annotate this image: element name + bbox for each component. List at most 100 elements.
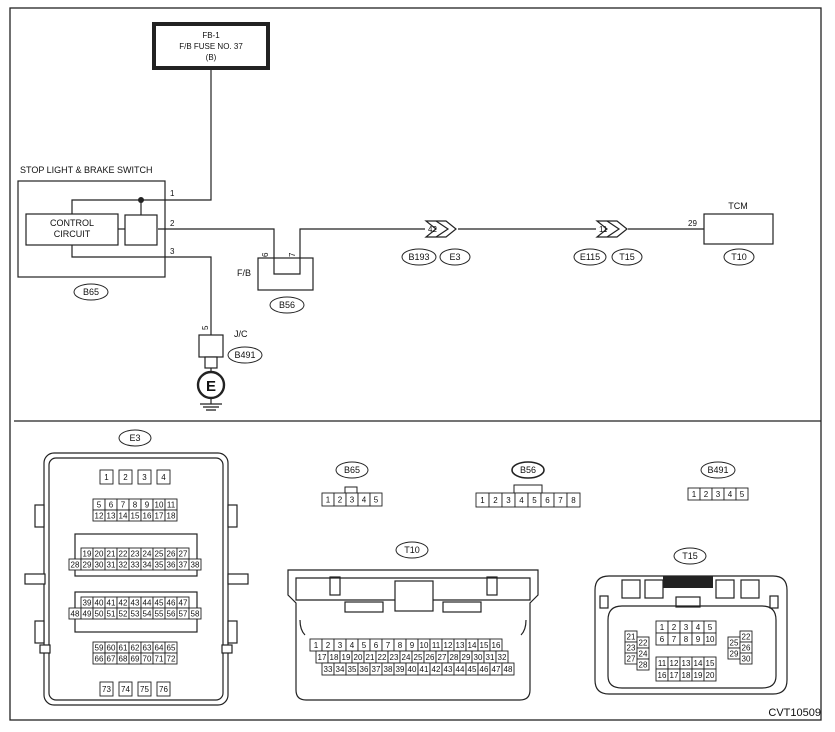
e3-pin-22: 22 — [119, 550, 128, 559]
t15-pin-2: 2 — [672, 623, 677, 632]
tag-face-t10 — [395, 541, 429, 559]
e3-face — [24, 452, 249, 706]
t10-pin-41: 41 — [420, 665, 429, 674]
e3-pin-11: 11 — [167, 501, 176, 510]
e3-pin-59: 59 — [95, 644, 104, 653]
e3-pin-55: 55 — [155, 610, 164, 619]
t15-pin-21: 21 — [627, 633, 636, 642]
e3-pin-31: 31 — [107, 561, 116, 570]
e3-pin-67: 67 — [107, 655, 116, 664]
e3-pin-46: 46 — [167, 599, 176, 608]
t10-pin-46: 46 — [480, 665, 489, 674]
e3-pin-62: 62 — [131, 644, 140, 653]
t15-pin-26: 26 — [742, 644, 751, 653]
figure-id: CVT10509 — [768, 707, 821, 719]
t15-pin-28-cell — [636, 658, 650, 671]
e3-pin-75: 75 — [140, 685, 149, 694]
e3-pin-25: 25 — [155, 550, 164, 559]
t10-face — [287, 569, 539, 701]
b56-pin-5: 5 — [532, 496, 537, 505]
t10-pin-33: 33 — [324, 665, 333, 674]
t10-pin-11: 11 — [432, 641, 441, 650]
e3-pin-18: 18 — [167, 512, 176, 521]
b56-pin-6: 6 — [545, 496, 550, 505]
t15-pin-20-cell — [703, 668, 717, 682]
e3-pin-74-cell — [118, 681, 133, 697]
e3-pin-35: 35 — [155, 561, 164, 570]
e3-pin-58-cell — [188, 607, 202, 620]
wire-fuse-switch — [140, 68, 212, 215]
ground-icon — [196, 370, 226, 400]
ground-label: E — [206, 378, 216, 395]
fuse-box — [152, 22, 270, 70]
switch-pin1: 1 — [170, 189, 175, 198]
t10-pin-31: 31 — [486, 653, 495, 662]
t10-pin-9: 9 — [410, 641, 415, 650]
e3-pin-19: 19 — [83, 550, 92, 559]
e3-pin-33: 33 — [131, 561, 140, 570]
t10-pin-36: 36 — [360, 665, 369, 674]
e3-pin-53: 53 — [131, 610, 140, 619]
e3-pin-9: 9 — [145, 501, 150, 510]
tag-t10-text: T10 — [731, 252, 747, 262]
e3-pin-28: 28 — [71, 561, 80, 570]
fb-box — [257, 257, 314, 291]
tag-face-t15-text: T15 — [682, 551, 698, 561]
e3-pin-71: 71 — [155, 655, 164, 664]
b491-pin-1: 1 — [692, 490, 697, 499]
t10-pin-32: 32 — [498, 653, 507, 662]
t15-pin-18: 18 — [682, 671, 691, 680]
control-line1: CONTROL — [50, 218, 94, 228]
e3-pin-42: 42 — [119, 599, 128, 608]
t15-pin-30: 30 — [742, 655, 751, 664]
wire-circuit-top — [71, 199, 141, 215]
junction-dot — [138, 197, 144, 203]
e3-pin-75-cell — [137, 681, 152, 697]
e3-pin-54: 54 — [143, 610, 152, 619]
t10-pin-13: 13 — [456, 641, 465, 650]
tag-face-b56-text: B56 — [520, 465, 536, 475]
e3-pin-44: 44 — [143, 599, 152, 608]
t10-pin-27: 27 — [438, 653, 447, 662]
e3-pin-76: 76 — [159, 685, 168, 694]
e3-pin-4: 4 — [161, 473, 166, 482]
e3-pin-10: 10 — [155, 501, 164, 510]
t10-pin-34: 34 — [336, 665, 345, 674]
e3-pin-38-cell — [188, 558, 202, 571]
t10-pin-14: 14 — [468, 641, 477, 650]
b56-pin-8-cell — [566, 492, 581, 508]
t15-latch — [663, 576, 713, 588]
e3-pin-57: 57 — [179, 610, 188, 619]
e3-pin-52: 52 — [119, 610, 128, 619]
e3-pin-58: 58 — [191, 610, 200, 619]
e3-pin-56: 56 — [167, 610, 176, 619]
b491-pin-5-cell — [735, 487, 749, 501]
tag-b65 — [73, 283, 109, 301]
b65-pin-4: 4 — [362, 496, 367, 505]
b56-pin-7: 7 — [558, 496, 563, 505]
jc-block — [198, 334, 224, 358]
t15-pin-12: 12 — [670, 659, 679, 668]
e3-pin-74: 74 — [121, 685, 130, 694]
tag-b491 — [227, 346, 263, 364]
t10-pin-5: 5 — [362, 641, 367, 650]
t10-pin-47: 47 — [492, 665, 501, 674]
tag-face-b491-text: B491 — [707, 465, 728, 475]
fuse-line2: F/B FUSE NO. 37 — [179, 42, 243, 51]
tag-b491-text: B491 — [234, 350, 255, 360]
switch-pin2: 2 — [170, 219, 175, 228]
t10-pin-40: 40 — [408, 665, 417, 674]
tag-face-e3 — [118, 429, 152, 447]
e3-pin-51: 51 — [107, 610, 116, 619]
e3-pin-30: 30 — [95, 561, 104, 570]
t15-pin-1: 1 — [660, 623, 665, 632]
connector-e3-icon — [424, 220, 457, 238]
t10-pin-23: 23 — [390, 653, 399, 662]
t10-pin-39: 39 — [396, 665, 405, 674]
t15-pin-29: 29 — [730, 650, 739, 659]
tag-face-t15 — [673, 547, 707, 565]
t10-pin-28: 28 — [450, 653, 459, 662]
connector-t15-icon — [595, 220, 628, 238]
fuse-line3: (B) — [206, 53, 217, 62]
t15-pin-3: 3 — [684, 623, 689, 632]
